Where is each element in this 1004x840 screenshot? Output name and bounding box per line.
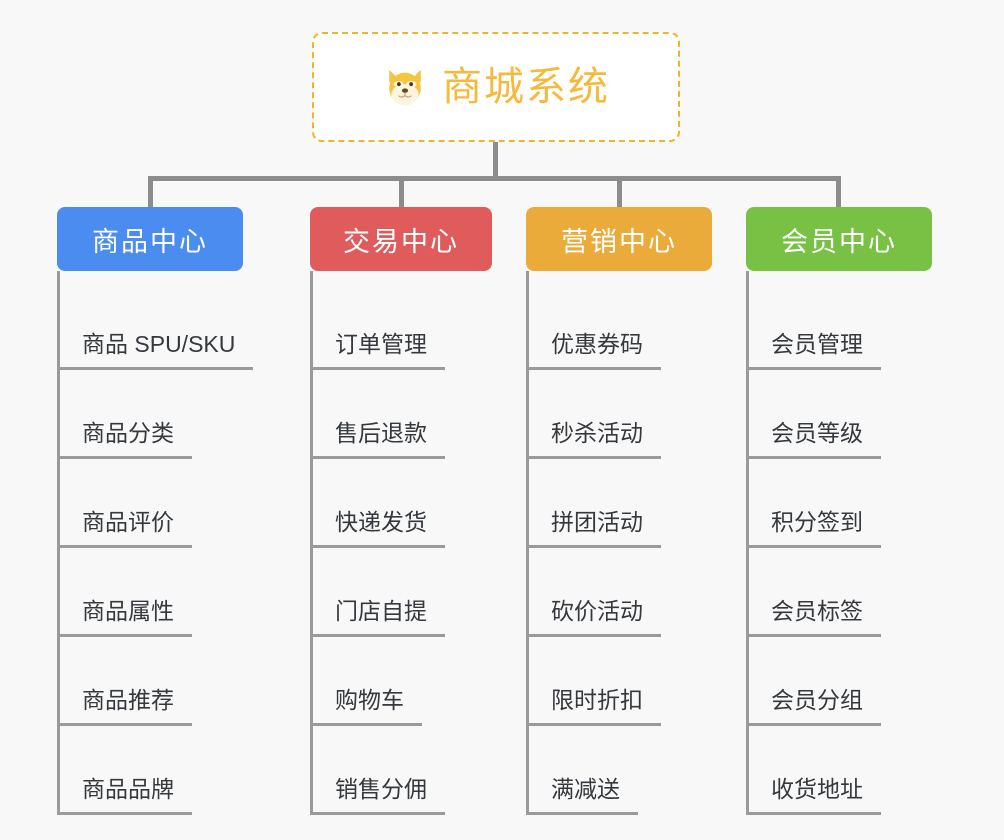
category-header-marketing-center[interactable]: 营销中心: [526, 207, 712, 271]
leaf-item[interactable]: 门店自提: [313, 548, 492, 637]
leaf-list-trade-center: 订单管理 售后退款 快递发货 门店自提 购物车 销售分佣: [310, 271, 492, 815]
leaf-label: 商品评价: [60, 509, 192, 548]
leaf-item[interactable]: 会员标签: [749, 548, 932, 637]
branch-column-product-center: 商品中心 商品 SPU/SKU 商品分类 商品评价 商品属性 商品推荐 商品品牌: [57, 207, 254, 815]
leaf-label: 商品 SPU/SKU: [60, 331, 254, 370]
leaf-item[interactable]: 商品属性: [60, 548, 243, 637]
leaf-item[interactable]: 商品品牌: [60, 726, 243, 815]
leaf-label: 满减送: [529, 776, 638, 815]
leaf-label: 拼团活动: [529, 509, 661, 548]
leaf-list-marketing-center: 优惠券码 秒杀活动 拼团活动 砍价活动 限时折扣 满减送: [526, 271, 712, 815]
leaf-item[interactable]: 快递发货: [313, 459, 492, 548]
connector-stem: [493, 142, 498, 177]
leaf-label: 积分签到: [749, 509, 881, 548]
dog-face-icon: [389, 69, 421, 106]
category-label: 会员中心: [781, 226, 897, 257]
root-title: 商城系统: [442, 65, 610, 109]
leaf-label: 订单管理: [313, 331, 445, 370]
leaf-label: 门店自提: [313, 598, 445, 637]
leaf-label: 会员分组: [749, 687, 881, 726]
leaf-item[interactable]: 优惠券码: [529, 281, 712, 370]
category-label: 营销中心: [561, 226, 677, 257]
leaf-label: 秒杀活动: [529, 420, 661, 459]
root-node[interactable]: 商城系统: [312, 32, 680, 142]
leaf-item[interactable]: 砍价活动: [529, 548, 712, 637]
connector-drop-1: [148, 176, 153, 207]
connector-drop-4: [836, 176, 841, 207]
leaf-item[interactable]: 购物车: [313, 637, 492, 726]
leaf-label: 商品属性: [60, 598, 192, 637]
leaf-item[interactable]: 商品评价: [60, 459, 243, 548]
leaf-label: 收货地址: [749, 776, 881, 815]
leaf-item[interactable]: 拼团活动: [529, 459, 712, 548]
leaf-label: 会员等级: [749, 420, 881, 459]
leaf-item[interactable]: 秒杀活动: [529, 370, 712, 459]
leaf-label: 会员管理: [749, 331, 881, 370]
leaf-item[interactable]: 订单管理: [313, 281, 492, 370]
leaf-list-member-center: 会员管理 会员等级 积分签到 会员标签 会员分组 收货地址: [746, 271, 932, 815]
connector-bus: [148, 176, 841, 181]
leaf-label: 商品分类: [60, 420, 192, 459]
branch-column-marketing-center: 营销中心 优惠券码 秒杀活动 拼团活动 砍价活动 限时折扣 满减送: [526, 207, 712, 815]
leaf-item[interactable]: 收货地址: [749, 726, 932, 815]
leaf-label: 会员标签: [749, 598, 881, 637]
leaf-item[interactable]: 商品 SPU/SKU: [60, 281, 254, 370]
leaf-label: 售后退款: [313, 420, 445, 459]
leaf-item[interactable]: 商品推荐: [60, 637, 243, 726]
branch-column-trade-center: 交易中心 订单管理 售后退款 快递发货 门店自提 购物车 销售分佣: [310, 207, 492, 815]
leaf-label: 限时折扣: [529, 687, 661, 726]
category-header-member-center[interactable]: 会员中心: [746, 207, 932, 271]
leaf-item[interactable]: 商品分类: [60, 370, 243, 459]
leaf-label: 快递发货: [313, 509, 445, 548]
leaf-label: 砍价活动: [529, 598, 661, 637]
leaf-label: 商品推荐: [60, 687, 192, 726]
leaf-item[interactable]: 积分签到: [749, 459, 932, 548]
category-label: 交易中心: [343, 226, 459, 257]
leaf-item[interactable]: 售后退款: [313, 370, 492, 459]
leaf-item[interactable]: 会员管理: [749, 281, 932, 370]
branch-column-member-center: 会员中心 会员管理 会员等级 积分签到 会员标签 会员分组 收货地址: [746, 207, 932, 815]
category-header-trade-center[interactable]: 交易中心: [310, 207, 492, 271]
leaf-label: 销售分佣: [313, 776, 445, 815]
leaf-item[interactable]: 满减送: [529, 726, 712, 815]
leaf-label: 商品品牌: [60, 776, 192, 815]
leaf-item[interactable]: 会员等级: [749, 370, 932, 459]
leaf-label: 购物车: [313, 687, 422, 726]
leaf-item[interactable]: 销售分佣: [313, 726, 492, 815]
connector-drop-2: [399, 176, 404, 207]
category-label: 商品中心: [92, 226, 208, 257]
connector-drop-3: [617, 176, 622, 207]
leaf-item[interactable]: 限时折扣: [529, 637, 712, 726]
category-header-product-center[interactable]: 商品中心: [57, 207, 243, 271]
leaf-item[interactable]: 会员分组: [749, 637, 932, 726]
leaf-label: 优惠券码: [529, 331, 661, 370]
leaf-list-product-center: 商品 SPU/SKU 商品分类 商品评价 商品属性 商品推荐 商品品牌: [57, 271, 254, 815]
